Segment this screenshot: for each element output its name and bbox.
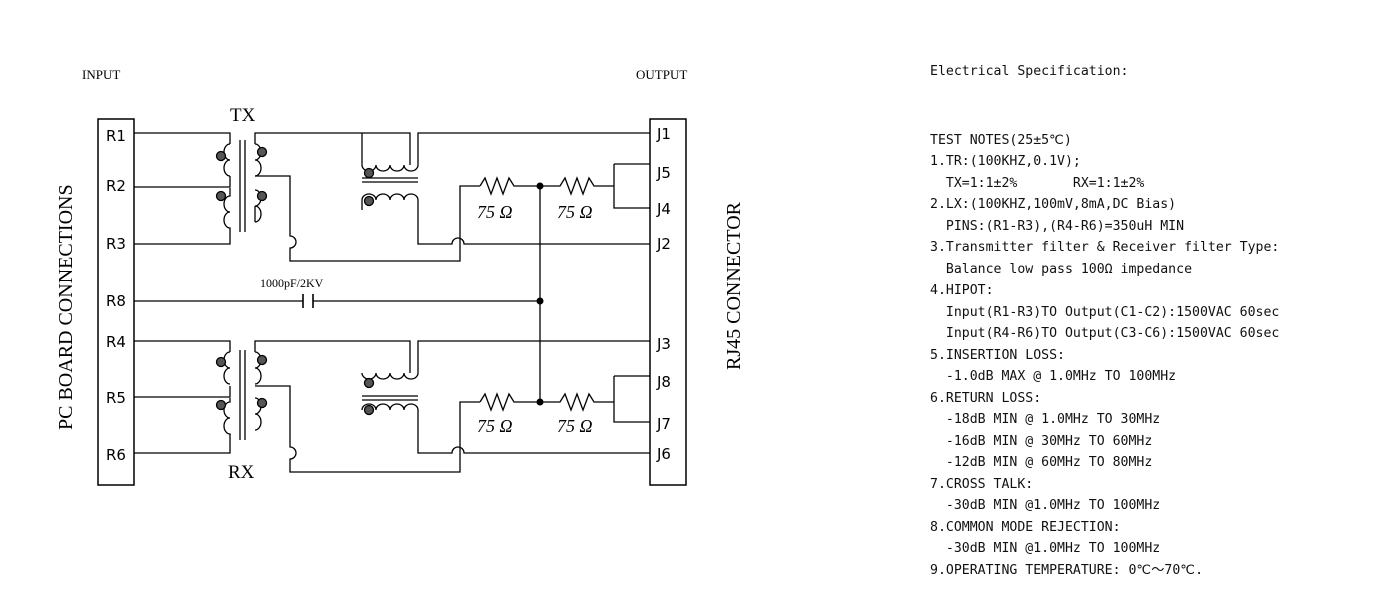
spec-line: -16dB MIN @ 30MHz TO 60MHz (930, 433, 1153, 449)
pin-r3: R3 (106, 235, 126, 253)
spec-title: Electrical Specification: (930, 64, 1129, 79)
spec-line: TX=1:1±2% RX=1:1±2% (930, 175, 1145, 191)
tx-resistor-1-label: 75 Ω (477, 202, 513, 222)
pin-r4: R4 (106, 333, 126, 351)
spec-line: 2.LX:(100KHZ,100mV,8mA,DC Bias) (930, 197, 1177, 212)
spec-line: 7.CROSS TALK: (930, 476, 1034, 492)
tx-resistor-2-label: 75 Ω (557, 202, 593, 222)
electrical-specification: Electrical Specification: TEST NOTES(25±… (930, 18, 1370, 603)
pc-board-connector (97, 118, 135, 486)
rj45-connector-label: RJ45 CONNECTOR (723, 201, 745, 370)
spec-line: -12dB MIN @ 60MHz TO 80MHz (930, 455, 1153, 470)
pin-j6: J6 (656, 445, 671, 463)
pin-j5: J5 (656, 164, 671, 182)
capacitor-label: 1000pF/2KV (260, 276, 324, 290)
spec-line: TEST NOTES(25±5℃) (930, 132, 1072, 148)
rx-transformer (134, 340, 268, 440)
pc-board-label: PC BOARD CONNECTIONS (55, 184, 77, 430)
spec-line: PINS:(R1-R3),(R4-R6)=350uH MIN (930, 218, 1185, 234)
rx-resistor-1-label: 75 Ω (477, 416, 513, 436)
input-label: INPUT (82, 67, 120, 82)
pin-r5: R5 (106, 389, 126, 407)
pin-j3: J3 (656, 335, 671, 353)
rx-label: RX (228, 462, 255, 483)
spec-line: -18dB MIN @ 1.0MHz TO 30MHz (930, 412, 1161, 427)
spec-lines: TEST NOTES(25±5℃) 1.TR:(100KHZ,0.1V); TX=… (930, 130, 1370, 582)
spec-line: 8.COMMON MODE REJECTION: (930, 519, 1121, 535)
pin-j7: J7 (656, 415, 671, 433)
spec-line: 9.OPERATING TEMPERATURE: 0℃～70℃. (930, 562, 1204, 578)
schematic-diagram: INPUT OUTPUT PC BOARD CONNECTIONS RJ45 C… (55, 67, 745, 486)
spec-line: Balance low pass 100Ω impedance (930, 261, 1193, 277)
pin-j2: J2 (656, 235, 671, 253)
pin-j1: J1 (656, 125, 671, 143)
tx-common-mode-choke (361, 164, 419, 207)
rx-resistor-2-label: 75 Ω (557, 416, 593, 436)
spec-line: 6.RETURN LOSS: (930, 390, 1042, 406)
rx-common-mode-choke (361, 372, 419, 416)
spec-line: Input(R4-R6)TO Output(C3-C6):1500VAC 60s… (930, 326, 1280, 341)
pin-j8: J8 (656, 373, 671, 391)
pin-r8: R8 (106, 292, 126, 310)
pin-j4: J4 (656, 200, 671, 218)
spec-line: 1.TR:(100KHZ,0.1V); (930, 154, 1081, 169)
spec-line: 5.INSERTION LOSS: (930, 347, 1065, 363)
tx-label: TX (230, 105, 256, 126)
tx-transformer (134, 132, 268, 232)
rj45-connector (649, 118, 687, 486)
spec-line: -30dB MIN @1.0MHz TO 100MHz (930, 541, 1161, 556)
spec-line: 3.Transmitter filter & Receiver filter T… (930, 240, 1280, 255)
pin-r2: R2 (106, 177, 126, 195)
spec-line: -30dB MIN @1.0MHz TO 100MHz (930, 498, 1161, 513)
pin-r1: R1 (106, 127, 126, 145)
spec-line: Input(R1-R3)TO Output(C1-C2):1500VAC 60s… (930, 304, 1280, 320)
output-label: OUTPUT (636, 67, 687, 82)
spec-line: -1.0dB MAX @ 1.0MHz TO 100MHz (930, 369, 1177, 384)
pin-r6: R6 (106, 446, 126, 464)
spec-line: 4.HIPOT: (930, 283, 994, 298)
